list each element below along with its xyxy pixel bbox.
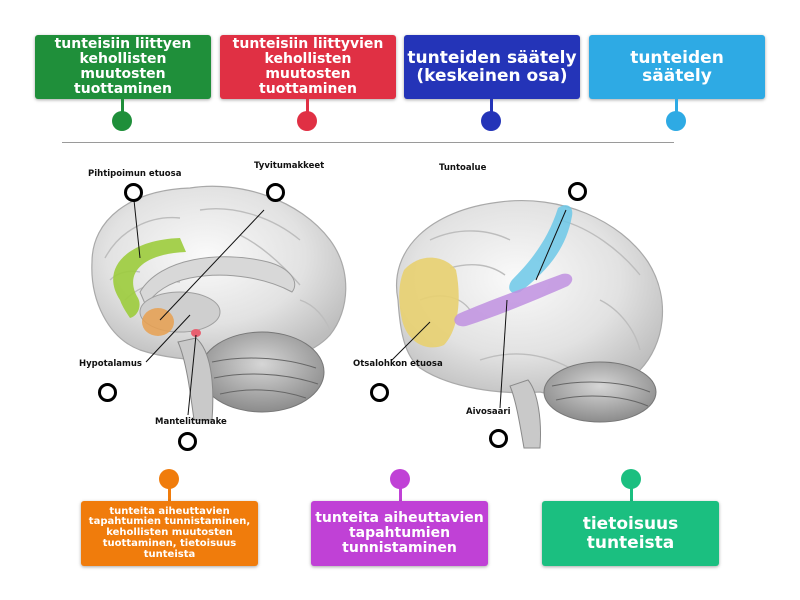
label-hypotalamus: Hypotalamus: [79, 359, 142, 369]
tile-line: tuottaminen: [259, 81, 357, 98]
right-brain: [391, 200, 664, 449]
frontal-region: [399, 257, 459, 348]
tile-line: tunteisiin liittyen: [54, 35, 192, 52]
tile-line: tuottaminen: [74, 81, 172, 98]
drop-target-otsalohkon[interactable]: [370, 383, 389, 402]
pin-stem: [630, 487, 633, 502]
label-tuntoalue: Tuntoalue: [439, 163, 487, 173]
drop-target-tuntoalue[interactable]: [568, 182, 587, 201]
label-otsalohkon: Otsalohkon etuosa: [353, 359, 443, 369]
amygdala-region: [191, 329, 201, 337]
tile-top-2[interactable]: tunteisiin liittyvien kehollisten muutos…: [220, 35, 396, 99]
drop-target-tyvitumakkeet[interactable]: [266, 183, 285, 202]
tile-bottom-3[interactable]: tietoisuus tunteista: [542, 501, 719, 566]
drop-target-mantelitumake[interactable]: [178, 432, 197, 451]
pin-top-1[interactable]: [112, 111, 132, 131]
tile-line: tuottaminen, tietoisuus tunteista: [102, 537, 237, 560]
tile-line: kehollisten muutosten: [79, 50, 167, 82]
drop-target-hypotalamus[interactable]: [98, 383, 117, 402]
pin-stem: [306, 99, 309, 114]
pin-top-2[interactable]: [297, 111, 317, 131]
tile-bottom-1[interactable]: tunteita aiheuttavien tapahtumien tunnis…: [81, 501, 258, 566]
pin-bottom-1[interactable]: [159, 469, 179, 489]
tile-line: säätely: [642, 66, 712, 86]
cingulate-region: [113, 238, 186, 318]
label-pihtipoimun: Pihtipoimun etuosa: [88, 169, 182, 179]
pin-top-4[interactable]: [666, 111, 686, 131]
tile-line: tunteiden säätely: [407, 47, 577, 68]
pin-stem: [399, 487, 402, 502]
drop-target-pihtipoimun[interactable]: [124, 183, 143, 202]
tile-line: tietoisuus: [582, 514, 679, 535]
pin-stem: [490, 99, 493, 114]
tile-top-3[interactable]: tunteiden säätely (keskeinen osa): [404, 35, 580, 99]
insula-region: [454, 273, 573, 327]
tile-top-4[interactable]: tunteiden säätely: [589, 35, 765, 99]
divider-line: [62, 142, 674, 143]
somatosensory-region: [509, 205, 573, 294]
pin-stem: [121, 99, 124, 114]
tile-line: tunteita aiheuttavien: [109, 505, 230, 517]
tile-line: tunteisiin liittyvien: [232, 35, 384, 52]
pin-stem: [675, 99, 678, 114]
label-mantelitumake: Mantelitumake: [155, 417, 227, 427]
pin-top-3[interactable]: [481, 111, 501, 131]
pin-stem: [168, 487, 171, 502]
pin-bottom-3[interactable]: [621, 469, 641, 489]
tile-line: kehollisten muutosten: [264, 50, 352, 82]
hypothalamus-region: [142, 308, 174, 336]
tile-bottom-2[interactable]: tunteita aiheuttavien tapahtumien tunnis…: [311, 501, 488, 566]
tile-line: tapahtumien: [348, 524, 451, 541]
tile-line: tunteista: [586, 532, 675, 553]
tile-line: tunnistaminen: [342, 540, 457, 557]
pin-bottom-2[interactable]: [390, 469, 410, 489]
drop-target-aivosaari[interactable]: [489, 429, 508, 448]
tile-top-1[interactable]: tunteisiin liittyen kehollisten muutoste…: [35, 35, 211, 99]
left-brain: [91, 185, 347, 421]
tile-line: tunteiden: [630, 47, 724, 68]
label-aivosaari: Aivosaari: [466, 407, 511, 417]
label-tyvitumakkeet: Tyvitumakkeet: [254, 161, 325, 171]
tile-line: kehollisten muutosten: [106, 527, 233, 539]
tile-line: tunteita aiheuttavien: [315, 509, 484, 526]
tile-line: (keskeinen osa): [416, 66, 568, 86]
tile-line: tapahtumien tunnistaminen,: [88, 516, 251, 528]
